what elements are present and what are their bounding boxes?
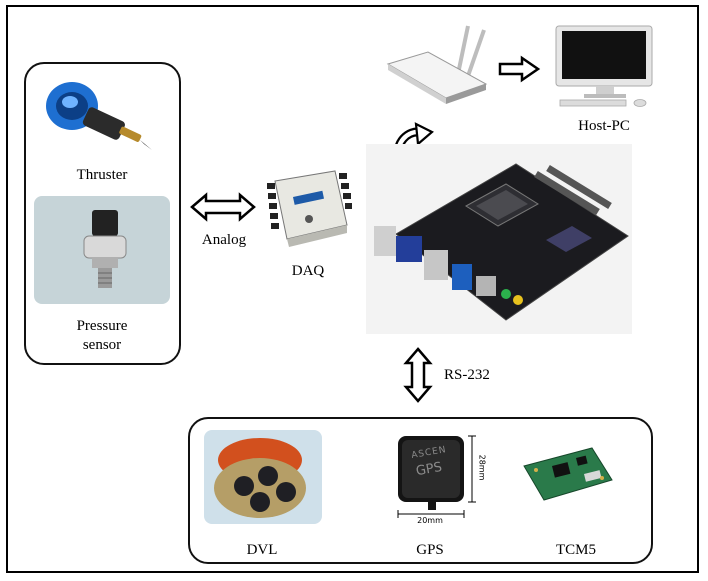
analog-label: Analog [201, 232, 247, 248]
thruster-image [46, 82, 152, 150]
router-to-host-arrow [498, 55, 541, 83]
motherboard-image [366, 144, 632, 334]
daq-device-image [267, 170, 352, 247]
tcm5-label: TCM5 [555, 542, 596, 558]
gps-module-image [397, 435, 476, 518]
gps-label: GPS [416, 542, 444, 558]
dvl-label: DVL [246, 542, 278, 558]
thruster-label: Thruster [76, 167, 128, 183]
tcm5-board-image [523, 447, 613, 501]
pressure-sensor-image [34, 196, 170, 304]
host-pc-image [555, 25, 653, 107]
daq-label: DAQ [291, 263, 325, 279]
rs232-label: RS-232 [444, 367, 490, 383]
dvl-image [204, 430, 322, 524]
analog-double-arrow [190, 192, 256, 222]
rs232-double-arrow [403, 347, 433, 403]
router-image [386, 25, 488, 104]
gps-width-dimension: 20mm [417, 516, 443, 525]
gps-height-dimension: 28mm [477, 454, 487, 481]
host-pc-label: Host-PC [578, 118, 630, 134]
pressure-sensor-label: Pressure sensor [76, 318, 128, 353]
